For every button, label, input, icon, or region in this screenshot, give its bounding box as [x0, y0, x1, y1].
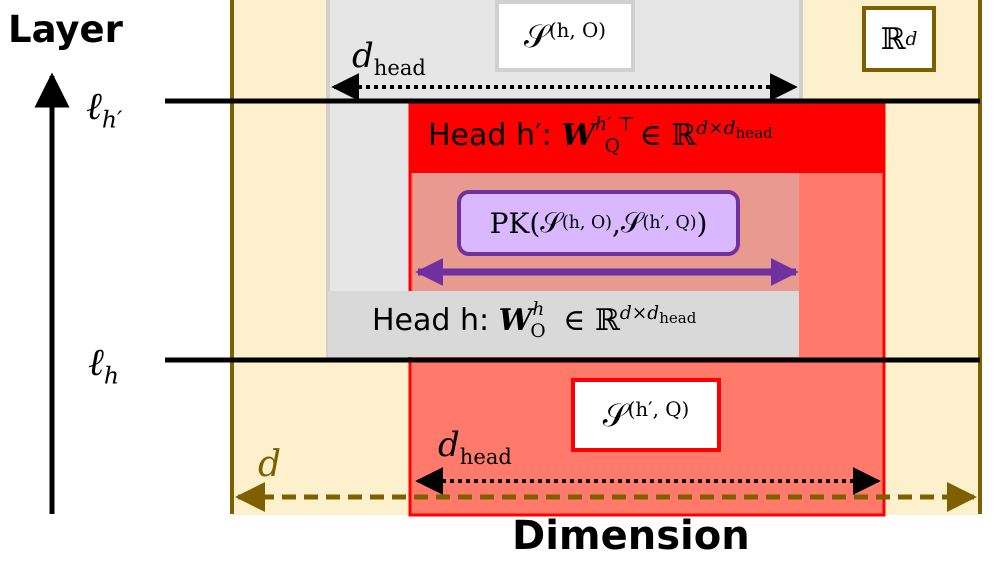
head-lower-label: Head h: WhO ∈ ℝd×dhead	[372, 299, 697, 342]
layer-label-upper: ℓh′	[86, 84, 123, 134]
pk-box: PK(𝒮(h, O),𝒮(h′, Q))	[457, 190, 740, 256]
head-o-label-band	[328, 291, 799, 357]
layer-label-lower: ℓh	[88, 340, 119, 390]
head-upper-label: Head h′: Wh′ ⊤Q ∈ ℝd×dhead	[428, 114, 773, 157]
head-q-header	[410, 101, 884, 173]
axis-x-label: Dimension	[512, 513, 750, 559]
d-head-label-upper: dhead	[352, 36, 426, 80]
d-label: d	[258, 444, 282, 485]
subspace-h-o-box: 𝒮(h, O)	[495, 0, 635, 72]
subspace-h-q-box: 𝒮(h′, Q)	[571, 378, 721, 452]
axis-y-label: Layer	[8, 8, 123, 51]
d-head-label-lower: dhead	[438, 425, 512, 469]
